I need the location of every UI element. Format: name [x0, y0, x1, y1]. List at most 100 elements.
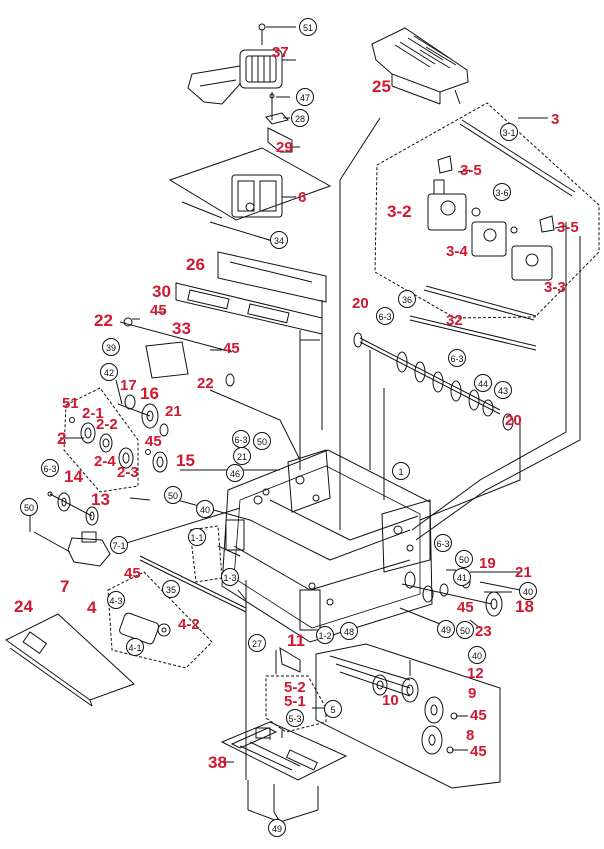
callout: 35	[162, 580, 180, 598]
label: 9	[468, 685, 477, 702]
callout: 3-1	[500, 123, 518, 141]
label: 19	[479, 555, 496, 572]
motor-4	[119, 612, 171, 645]
callout: 36	[398, 290, 416, 308]
callout: 1	[392, 462, 410, 480]
label: 23	[475, 623, 492, 640]
label: 4	[87, 598, 97, 617]
callout: 1-3	[221, 568, 239, 586]
label: 20	[352, 295, 369, 312]
label: 13	[91, 490, 110, 509]
label: 3-5	[460, 162, 482, 179]
label: 16	[140, 384, 159, 403]
pcb-38	[220, 721, 348, 781]
guide-line-b	[411, 222, 567, 531]
label: 37	[272, 44, 289, 61]
callout: 47	[296, 88, 314, 106]
label: 3-2	[387, 202, 412, 221]
label: 29	[276, 139, 293, 156]
label: 3-5	[557, 219, 579, 236]
label: 21	[515, 564, 532, 581]
group-4-boundary	[107, 571, 213, 669]
callout: 6-3	[376, 307, 394, 325]
label: 15	[176, 451, 195, 470]
label: 3-3	[544, 279, 566, 296]
callout: 46	[226, 464, 244, 482]
part-25-cover	[371, 27, 469, 105]
part-3-3-bracket	[511, 245, 553, 281]
label: 2-1	[82, 405, 104, 422]
callout: 40	[468, 646, 486, 664]
shaft-35	[139, 555, 247, 609]
label: 3-4	[446, 243, 468, 260]
part-7-solenoid	[67, 531, 111, 567]
part-33	[145, 341, 189, 379]
callout: 43	[494, 381, 512, 399]
callout: 42	[100, 363, 118, 381]
roller-31	[359, 337, 501, 415]
callout: 34	[270, 231, 288, 249]
shaft-34	[209, 221, 277, 243]
label: 38	[208, 753, 227, 772]
label: 45	[457, 599, 474, 616]
chassis-frame-1	[221, 449, 433, 643]
callout: 1-1	[188, 528, 206, 546]
label: 45	[150, 302, 167, 319]
label: 17	[120, 377, 137, 394]
shaft-36	[425, 285, 537, 317]
label: 18	[515, 597, 534, 616]
label: 32	[446, 312, 463, 329]
group-2-boundary	[63, 387, 139, 493]
label: 21	[165, 403, 182, 420]
label: 51	[62, 395, 79, 412]
callout: 50	[253, 432, 271, 450]
label: 24	[14, 597, 33, 616]
callout: 1-2	[316, 626, 334, 644]
label: 2-2	[96, 416, 118, 433]
callout: 3-6	[493, 183, 511, 201]
callout: 5-3	[286, 709, 304, 727]
callout: 39	[102, 338, 120, 356]
part-26	[217, 251, 327, 303]
shaft-32	[409, 315, 537, 347]
part-6-plate	[168, 147, 332, 221]
callout: 50	[20, 498, 38, 516]
label: 11	[287, 631, 305, 650]
label: 30	[152, 282, 171, 301]
callout: 21	[233, 447, 251, 465]
callout: 6-3	[232, 430, 250, 448]
callout: 50	[456, 621, 474, 639]
callout: 6-3	[448, 349, 466, 367]
label: 22	[197, 375, 214, 392]
callout: 40	[196, 500, 214, 518]
group-3-boundary	[374, 102, 600, 319]
label: 45	[124, 565, 141, 582]
label: 3	[551, 111, 560, 128]
part-3-4-bracket	[471, 221, 507, 257]
guide-line-a	[339, 117, 381, 530]
callout: 5	[324, 700, 342, 718]
callout: 4-3	[107, 591, 125, 609]
guide-line-i	[209, 389, 301, 461]
callout: 51	[299, 18, 317, 36]
callout: 40	[519, 582, 537, 600]
label: 2-3	[117, 464, 139, 481]
label: 5-1	[284, 693, 306, 710]
label: 7	[60, 577, 70, 596]
label: 12	[467, 665, 484, 682]
group-5-boundary	[265, 675, 327, 733]
label: 20	[505, 412, 522, 429]
callout: 6-3	[41, 459, 59, 477]
callout: 41	[453, 568, 471, 586]
label: 45	[145, 433, 162, 450]
guide-line-h	[419, 420, 521, 521]
callout: 6-3	[434, 534, 452, 552]
part-37-unit	[187, 49, 283, 105]
group-gears-boundary	[315, 643, 501, 789]
part-6-block	[231, 174, 283, 218]
label: 14	[64, 467, 83, 486]
shaft-3-1	[461, 119, 576, 193]
label: 2	[57, 429, 67, 448]
label: 2-4	[94, 453, 116, 470]
part-3-2-bracket	[427, 179, 467, 231]
